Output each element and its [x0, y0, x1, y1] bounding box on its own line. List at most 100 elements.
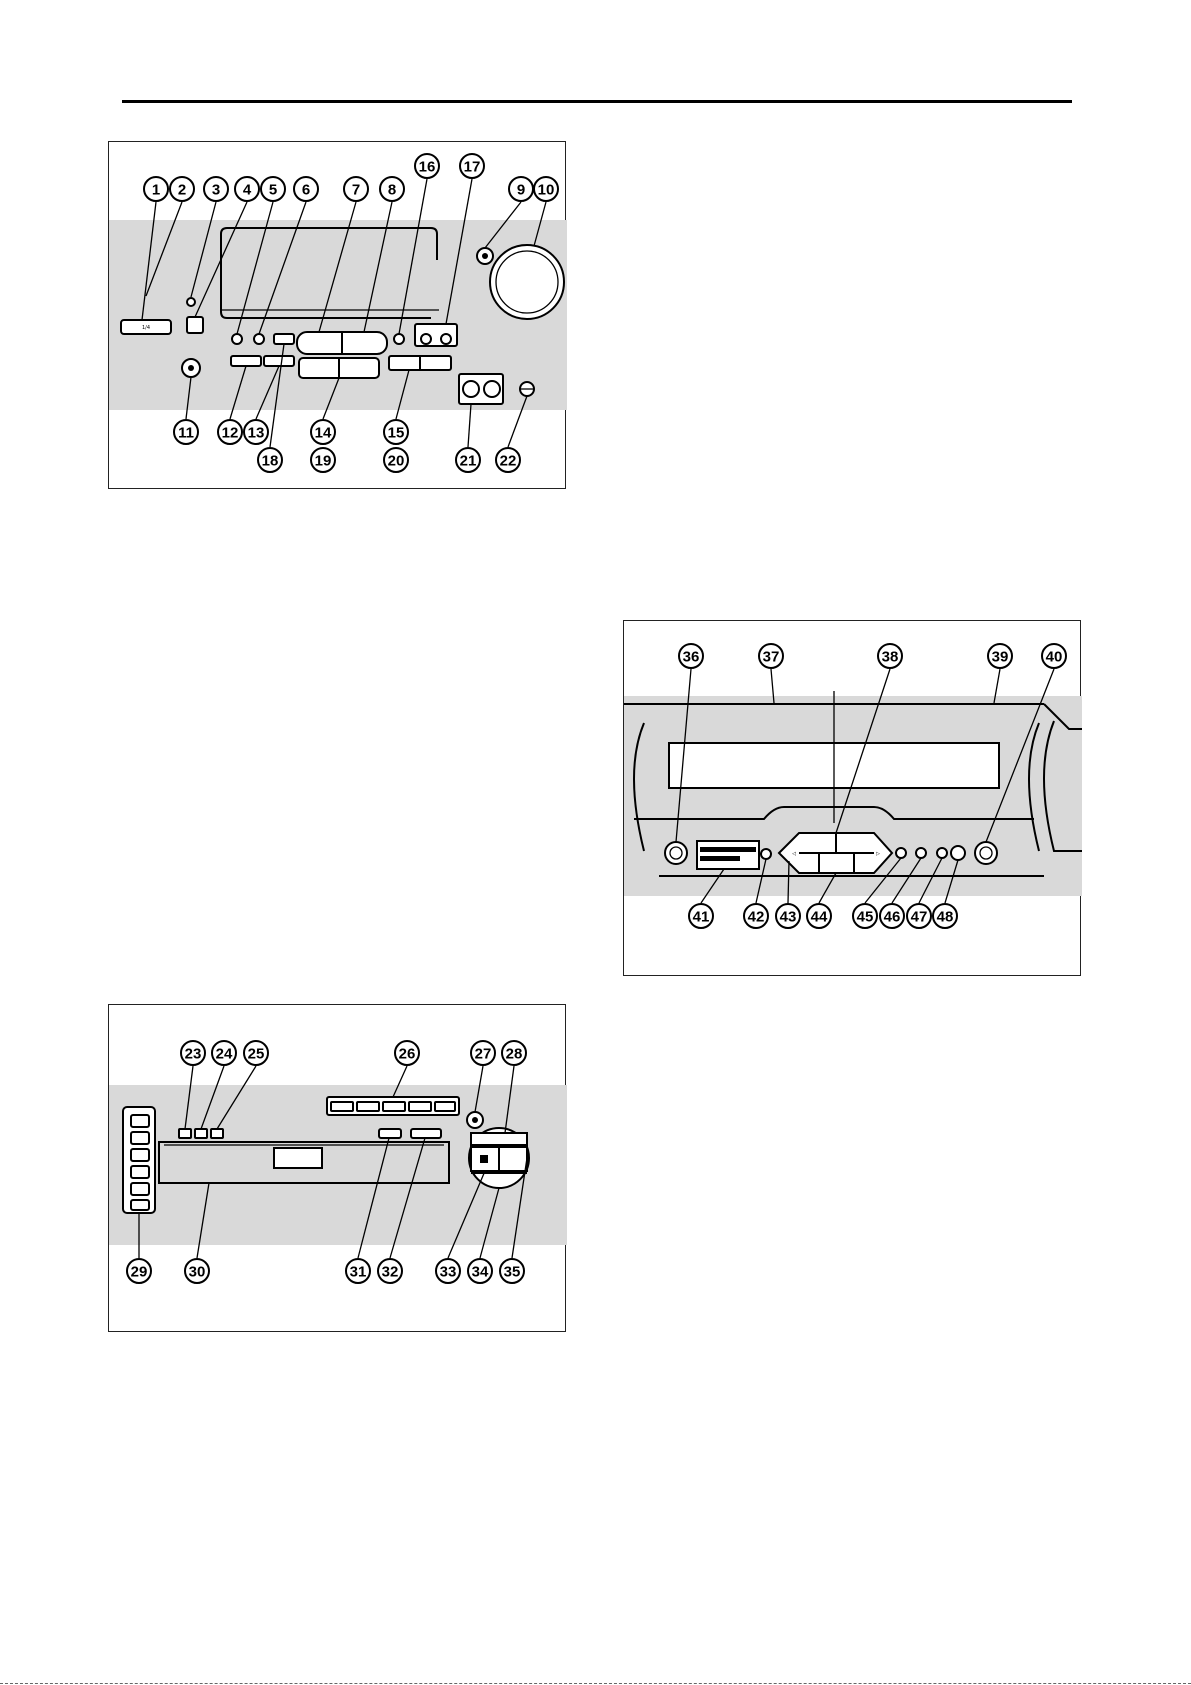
callout-24: 24 [212, 1041, 236, 1065]
callout-36: 36 [679, 644, 703, 668]
callout-number: 12 [222, 425, 239, 442]
figure-front-panel-bottom: 23 24 25 26 27 28 29 30 31 32 33 34 35 [108, 1004, 566, 1332]
callout-3: 3 [204, 177, 228, 201]
callout-40: 40 [1042, 644, 1066, 668]
callout-17: 17 [460, 154, 484, 178]
callout-number: 29 [131, 1264, 148, 1281]
callout-number: 41 [693, 909, 710, 926]
callout-number: 5 [269, 182, 277, 199]
callout-number: 28 [506, 1046, 523, 1063]
callout-number: 3 [212, 182, 220, 199]
callouts-right: 36 37 38 39 40 41 42 43 44 45 46 47 48 [624, 621, 1082, 977]
callout-1: 1 [144, 177, 168, 201]
callout-4: 4 [235, 177, 259, 201]
callout-41: 41 [689, 904, 713, 928]
callout-42: 42 [744, 904, 768, 928]
callout-number: 14 [315, 425, 332, 442]
callout-number: 30 [189, 1264, 206, 1281]
callout-10: 10 [534, 177, 558, 201]
callout-14: 14 [311, 420, 335, 444]
callout-2: 2 [170, 177, 194, 201]
callout-11: 11 [174, 420, 198, 444]
callout-number: 6 [302, 182, 310, 199]
callout-20: 20 [384, 448, 408, 472]
callout-27: 27 [471, 1041, 495, 1065]
callout-number: 9 [517, 182, 525, 199]
callout-9: 9 [509, 177, 533, 201]
page-bottom-edge [0, 1683, 1191, 1684]
callout-number: 37 [763, 649, 780, 666]
callout-33: 33 [436, 1259, 460, 1283]
figure-front-panel-top: 1/4 [108, 141, 566, 489]
callout-31: 31 [346, 1259, 370, 1283]
callout-number: 13 [248, 425, 265, 442]
callout-8: 8 [380, 177, 404, 201]
callout-number: 22 [500, 453, 517, 470]
callout-number: 36 [683, 649, 700, 666]
callout-number: 38 [882, 649, 899, 666]
callout-number: 43 [780, 909, 797, 926]
callout-37: 37 [759, 644, 783, 668]
callout-number: 8 [388, 182, 396, 199]
callout-number: 17 [464, 159, 481, 176]
callout-number: 39 [992, 649, 1009, 666]
callout-39: 39 [988, 644, 1012, 668]
callout-45: 45 [853, 904, 877, 928]
callout-number: 46 [884, 909, 901, 926]
callout-number: 35 [504, 1264, 521, 1281]
callout-number: 7 [352, 182, 360, 199]
callout-number: 21 [460, 453, 477, 470]
callout-number: 11 [178, 425, 194, 442]
callout-number: 20 [388, 453, 405, 470]
callout-number: 45 [857, 909, 874, 926]
callout-22: 22 [496, 448, 520, 472]
callout-44: 44 [807, 904, 831, 928]
callout-15: 15 [384, 420, 408, 444]
callout-number: 25 [248, 1046, 265, 1063]
callout-7: 7 [344, 177, 368, 201]
callout-32: 32 [378, 1259, 402, 1283]
callouts-bottom: 23 24 25 26 27 28 29 30 31 32 33 34 35 [109, 1005, 567, 1333]
callout-number: 27 [475, 1046, 492, 1063]
callout-25: 25 [244, 1041, 268, 1065]
callout-12: 12 [218, 420, 242, 444]
callout-43: 43 [776, 904, 800, 928]
callout-number: 4 [243, 182, 252, 199]
callout-number: 19 [315, 453, 332, 470]
callout-19: 19 [311, 448, 335, 472]
callout-28: 28 [502, 1041, 526, 1065]
callout-number: 15 [388, 425, 405, 442]
callout-number: 23 [185, 1046, 202, 1063]
callout-38: 38 [878, 644, 902, 668]
callout-number: 10 [538, 182, 555, 199]
callout-number: 40 [1046, 649, 1063, 666]
callout-number: 42 [748, 909, 765, 926]
callout-number: 47 [911, 909, 928, 926]
callout-13: 13 [244, 420, 268, 444]
callout-number: 24 [216, 1046, 233, 1063]
callout-number: 33 [440, 1264, 457, 1281]
callout-47: 47 [907, 904, 931, 928]
callout-number: 34 [472, 1264, 489, 1281]
callout-21: 21 [456, 448, 480, 472]
callout-number: 1 [152, 182, 160, 199]
callout-48: 48 [933, 904, 957, 928]
callout-5: 5 [261, 177, 285, 201]
callout-number: 44 [811, 909, 828, 926]
callout-number: 32 [382, 1264, 399, 1281]
callout-16: 16 [415, 154, 439, 178]
callout-number: 18 [262, 453, 279, 470]
callout-30: 30 [185, 1259, 209, 1283]
callout-number: 48 [937, 909, 954, 926]
callout-23: 23 [181, 1041, 205, 1065]
callout-34: 34 [468, 1259, 492, 1283]
callout-number: 31 [350, 1264, 367, 1281]
callout-number: 16 [419, 159, 436, 176]
callout-number: 2 [178, 182, 186, 199]
callout-46: 46 [880, 904, 904, 928]
callout-35: 35 [500, 1259, 524, 1283]
header-rule [122, 100, 1072, 103]
callout-number: 26 [399, 1046, 416, 1063]
